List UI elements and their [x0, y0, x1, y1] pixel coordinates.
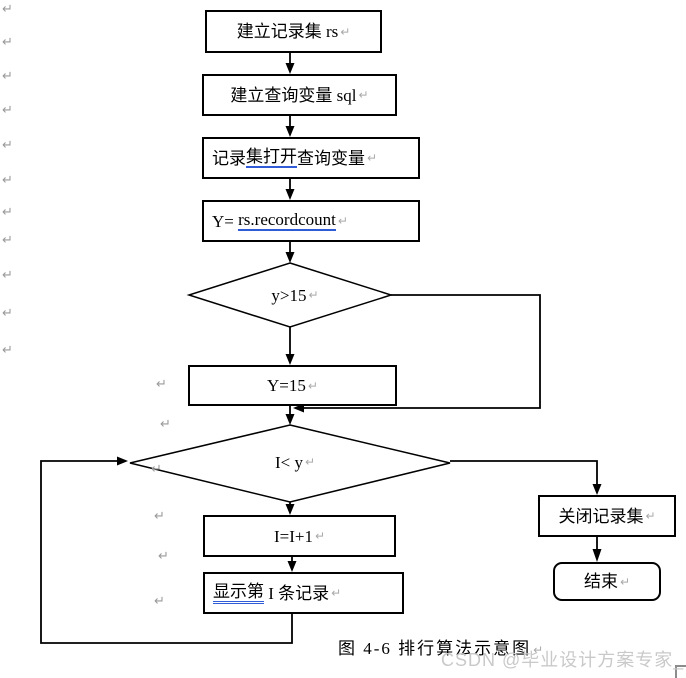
node-label: 查询变量	[297, 148, 365, 168]
arrowhead-down	[592, 549, 602, 562]
return-mark-icon: ↵	[314, 529, 326, 543]
arrowhead-down	[285, 354, 295, 365]
paragraph-mark: ↵	[2, 343, 13, 358]
return-mark-icon: ↵	[340, 24, 351, 39]
loop-back-line	[40, 460, 293, 644]
page-corner-mark	[675, 665, 686, 678]
return-mark-icon: ↵	[307, 378, 318, 393]
decision-label-i-lt-y: I< y↵	[235, 452, 355, 472]
paragraph-mark: ↵	[158, 549, 169, 564]
paragraph-mark: ↵	[151, 462, 162, 477]
arrowhead-down	[285, 504, 295, 515]
arrowhead-right	[117, 456, 128, 466]
node-assign-y: Y= rs.recordcount↵	[202, 200, 420, 242]
figure-caption: 图 4-6 排行算法示意图↵	[338, 634, 545, 659]
node-create-query-var: 建立查询变量 sql↵	[202, 74, 397, 116]
paragraph-mark: ↵	[2, 103, 13, 118]
node-label: I< y	[274, 452, 303, 472]
node-label: 建立查询变量 sql	[230, 85, 357, 105]
bypass-line-y-gt-15	[304, 294, 541, 409]
paragraph-mark: ↵	[154, 509, 165, 524]
decision-diamond-y-gt-15	[186, 262, 394, 328]
arrowhead-down	[287, 561, 297, 572]
branch-line-exit	[450, 460, 598, 484]
paragraph-mark: ↵	[2, 2, 13, 17]
return-mark-icon: ↵	[367, 151, 378, 165]
node-y-eq-15: Y=15↵	[188, 365, 397, 406]
spellcheck-underlined-text: 集打开	[246, 147, 297, 168]
paragraph-mark: ↵	[2, 138, 13, 153]
node-label: I 条记录	[264, 583, 330, 603]
arrowhead-down	[285, 63, 295, 74]
node-show-record: 显示第 I 条记录↵	[203, 572, 404, 614]
arrowhead-down	[285, 189, 295, 200]
csdn-watermark: CSDN @毕业设计方案专家_	[441, 650, 685, 670]
node-label: 建立记录集 rs	[236, 22, 339, 41]
paragraph-mark: ↵	[2, 268, 13, 283]
paragraph-mark: ↵	[2, 233, 13, 248]
paragraph-mark: ↵	[2, 205, 13, 220]
arrowhead-down	[285, 252, 295, 263]
return-mark-icon: ↵	[308, 288, 319, 302]
caption-text: 图 4-6 排行算法示意图	[338, 639, 532, 658]
decision-label-y-gt-15: y>15↵	[240, 285, 350, 305]
arrowhead-down	[285, 126, 295, 137]
return-mark-icon: ↵	[619, 574, 631, 589]
return-mark-icon: ↵	[337, 214, 348, 228]
node-open-query: 记录集打开查询变量↵	[202, 137, 420, 179]
node-label: 关闭记录集	[558, 506, 644, 526]
node-end-terminator: 结束↵	[553, 562, 661, 601]
spellcheck-underlined-text: 显示第	[213, 583, 264, 604]
decision-diamond-i-lt-y	[129, 424, 451, 503]
return-mark-icon: ↵	[533, 643, 546, 657]
paragraph-mark: ↵	[2, 306, 13, 321]
node-create-recordset: 建立记录集 rs↵	[205, 10, 382, 53]
node-label: Y=	[212, 211, 239, 231]
arrowhead-down	[285, 414, 295, 425]
paragraph-mark: ↵	[2, 69, 13, 84]
paragraph-mark: ↵	[2, 173, 13, 188]
node-label: y>15	[271, 285, 307, 305]
return-mark-icon: ↵	[331, 586, 342, 600]
paragraph-mark: ↵	[2, 35, 13, 50]
node-increment-i: I=I+1↵	[203, 515, 396, 557]
return-mark-icon: ↵	[304, 455, 316, 469]
node-label: I=I+1	[273, 526, 313, 546]
paragraph-mark: ↵	[160, 417, 171, 432]
node-close-recordset: 关闭记录集↵	[538, 495, 676, 537]
return-mark-icon: ↵	[358, 88, 369, 102]
return-mark-icon: ↵	[645, 509, 656, 523]
paragraph-mark: ↵	[154, 594, 165, 609]
node-label: 结束	[583, 572, 618, 591]
arrowhead-down	[592, 484, 602, 495]
paragraph-mark: ↵	[156, 377, 167, 392]
node-label: 记录	[212, 148, 246, 168]
node-label: Y=15	[267, 376, 306, 395]
spellcheck-underlined-text: rs.recordcount	[238, 210, 336, 231]
